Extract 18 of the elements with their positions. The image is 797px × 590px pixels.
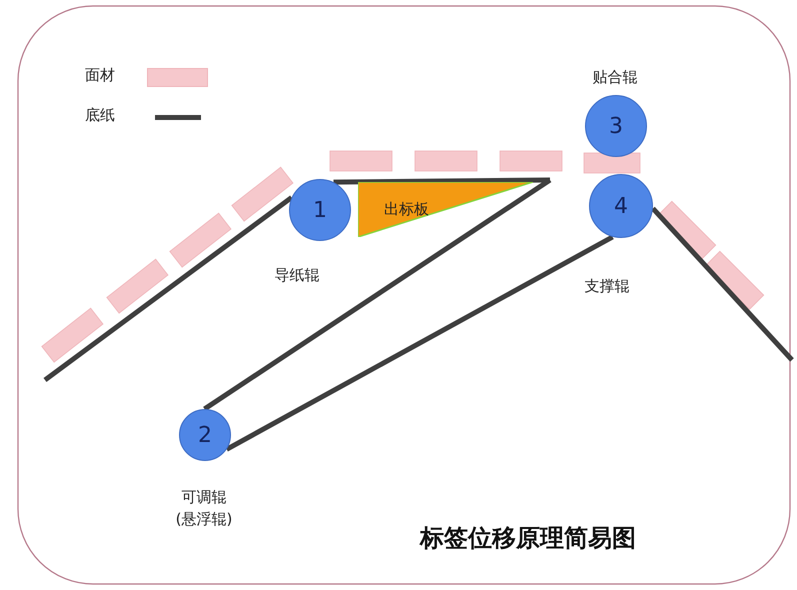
backing-paper-line <box>226 234 614 452</box>
title: 标签位移原理简易图 <box>420 523 636 554</box>
roller: 1 <box>289 179 351 241</box>
backing-paper-line <box>44 196 294 382</box>
legend-label: 面材 <box>85 66 115 85</box>
roller-name: (悬浮辊) <box>176 510 232 529</box>
roller: 2 <box>179 409 231 461</box>
legend-label: 底纸 <box>85 106 115 125</box>
roller-name: 支撑辊 <box>584 277 630 296</box>
roller-name: 贴合辊 <box>592 68 638 87</box>
backing-paper-line <box>333 178 550 185</box>
peel-plate: 出标板 <box>358 182 533 237</box>
backing-paper-line <box>203 178 552 412</box>
roller: 4 <box>589 174 653 238</box>
roller-name: 可调辊 <box>182 488 226 507</box>
roller: 3 <box>585 95 647 157</box>
backing-paper-line <box>651 206 794 362</box>
roller-name: 导纸辊 <box>274 266 320 285</box>
